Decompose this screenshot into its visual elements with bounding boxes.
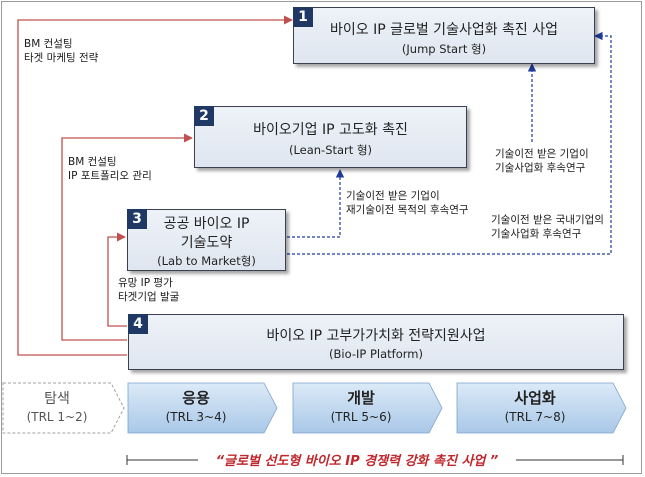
program-title-4: 바이오 IP 고부가가치화 전략지원사업 (266, 328, 486, 344)
stage-chevron-explore (2, 382, 125, 434)
note-arrow-2-to-1: 기술이전 받은 기업이 기술사업화 후속연구 (495, 148, 589, 174)
step-number-4: 4 (128, 314, 148, 334)
program-box-1: 1 바이오 IP 글로벌 기술사업화 촉진 사업 (Jump Start 형) (293, 7, 595, 64)
program-title-2: 바이오기업 IP 고도화 촉진 (253, 122, 408, 138)
program-title-1: 바이오 IP 글로벌 기술사업화 촉진 사업 (329, 22, 559, 38)
note-arrow-3-to-2: 기술이전 받은 기업이 재기술이전 목적의 후속연구 (346, 190, 469, 216)
step-number-1: 1 (293, 7, 313, 27)
program-box-4: 4 바이오 IP 고부가가치화 전략지원사업 (Bio-IP Platform) (128, 314, 624, 370)
stage-chevron-apply (127, 382, 278, 434)
slogan-text: “글로벌 선도형 바이오 IP 경쟁력 강화 촉진 사업 ” (215, 454, 499, 469)
arrow-box4-to-box1 (17, 15, 293, 356)
stage-explore-name: 탐색 (44, 391, 70, 407)
stage-commercialize-range: (TRL 7~8) (504, 410, 566, 424)
arrow-box4-to-box2 (61, 133, 193, 341)
note-box2-support: BM 컨설팅 IP 포트폴리오 관리 (68, 156, 152, 182)
stage-apply-range: (TRL 3~4) (165, 410, 227, 424)
program-subtitle-4: (Bio-IP Platform) (329, 347, 423, 361)
note-box1-support: BM 컨설팅 타겟 마케팅 전략 (24, 38, 99, 64)
program-title-3-line1: 공공 바이오 IP (163, 216, 250, 232)
arrow-box3-to-box1 (287, 31, 612, 255)
step-number-3: 3 (127, 209, 147, 229)
program-title-3-line2: 기술도약 (180, 235, 233, 251)
stage-explore-range: (TRL 1~2) (26, 410, 88, 424)
stage-chevron-commercialize (456, 382, 627, 434)
step-number-2: 2 (194, 106, 214, 126)
arrow-box3-to-box2 (287, 169, 345, 238)
program-subtitle-1: (Jump Start 형) (401, 42, 487, 56)
stage-chevron-develop (292, 382, 443, 434)
stage-develop-name: 개발 (347, 389, 375, 407)
program-subtitle-2: (Lean-Start 형) (288, 143, 373, 157)
program-box-3: 3 공공 바이오 IP 기술도약 (Lab to Market형) (127, 209, 286, 271)
stage-develop-range: (TRL 5~6) (330, 410, 392, 424)
arrow-box4-to-box3 (107, 232, 127, 327)
note-arrow-3-to-1: 기술이전 받은 국내기업의 기술사업화 후속연구 (491, 214, 604, 240)
program-box-2: 2 바이오기업 IP 고도화 촉진 (Lean-Start 형) (194, 106, 467, 168)
stage-apply-name: 응용 (182, 389, 210, 407)
note-box3-support: 유망 IP 평가 타겟기업 발굴 (118, 277, 180, 303)
program-subtitle-3: (Lab to Market형) (157, 254, 256, 268)
stage-commercialize-name: 사업화 (514, 389, 556, 407)
